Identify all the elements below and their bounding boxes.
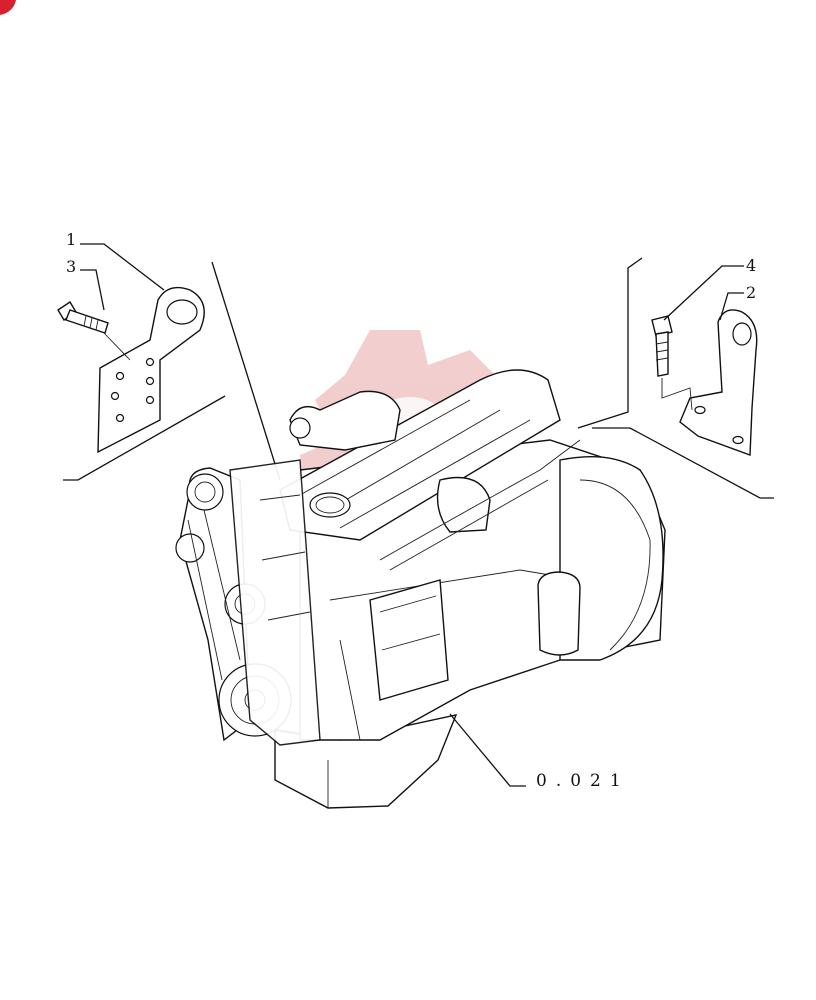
rear-bracket-group — [577, 257, 774, 499]
bolt-front — [57, 301, 109, 334]
brand-logo-icon — [0, 0, 16, 15]
reference-leader — [449, 713, 526, 787]
bolt-rear — [651, 315, 673, 377]
callout-3: 3 — [66, 257, 76, 276]
callout-4: 4 — [746, 256, 756, 275]
front-bracket-group — [57, 243, 281, 481]
lifting-eye-bracket-rear — [679, 309, 758, 456]
lifting-eye-bracket-front — [97, 286, 205, 454]
callout-1: 1 — [66, 230, 76, 249]
callout-2: 2 — [746, 283, 756, 302]
reference-label: 0.021 — [536, 771, 630, 791]
diesel-engine-assembly — [175, 369, 666, 809]
